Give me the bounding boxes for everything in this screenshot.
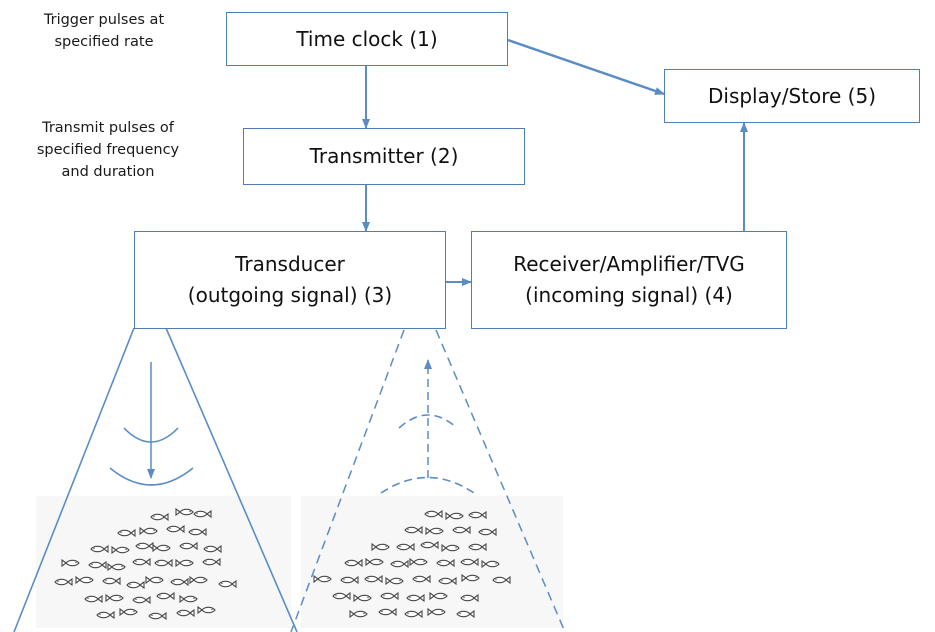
outgoing-beam-right-edge [165, 327, 298, 632]
time-clock-box: Time clock (1) [226, 12, 508, 66]
transmit-note: Transmit pulses of specified frequency a… [22, 117, 194, 183]
receiver-label-line-1: Receiver/Amplifier/TVG [513, 252, 745, 276]
incoming-beam-right-edge [435, 329, 566, 632]
display-box: Display/Store (5) [664, 69, 920, 123]
incoming-wave-1 [398, 414, 458, 429]
transmit-note-line-3: and duration [61, 164, 155, 180]
outgoing-beam-left-edge [13, 327, 135, 632]
transducer-label-line-2: (outgoing signal) (3) [187, 283, 393, 307]
outgoing-wave-1 [123, 427, 179, 443]
incoming-beam-left-edge [290, 329, 405, 632]
transmitter-label: Transmitter (2) [309, 144, 459, 168]
trigger-note-line-2: specified rate [54, 34, 154, 50]
receiver-box: Receiver/Amplifier/TVG (incoming signal)… [471, 231, 787, 329]
outgoing-wave-2 [109, 467, 194, 486]
arrow-clock-to-display [507, 38, 665, 96]
transducer-box: Transducer (outgoing signal) (3) [134, 231, 446, 329]
incoming-wave-2 [380, 476, 475, 494]
transmit-note-line-1: Transmit pulses of [42, 120, 174, 136]
trigger-note-line-1: Trigger pulses at [43, 12, 165, 28]
time-clock-label: Time clock (1) [296, 26, 438, 51]
receiver-label-line-2: (incoming signal) (4) [525, 283, 733, 307]
transducer-label-line-1: Transducer [235, 252, 345, 276]
school-right-area [301, 496, 563, 628]
transmit-note-line-2: specified frequency [36, 142, 180, 158]
display-label: Display/Store (5) [707, 83, 876, 108]
transmitter-box: Transmitter (2) [243, 128, 525, 185]
trigger-note: Trigger pulses at specified rate [24, 9, 184, 53]
